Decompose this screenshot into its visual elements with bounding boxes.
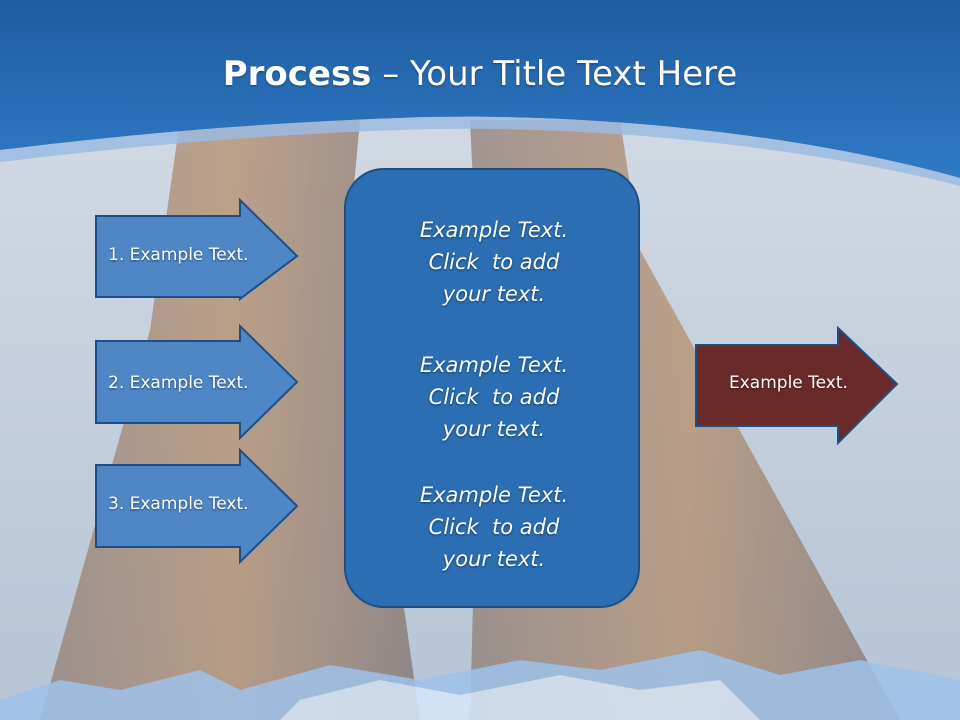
center-paragraph-1-line3: your text.: [442, 282, 546, 306]
title-bold: Process: [222, 54, 372, 94]
center-paragraph-3-line1: Example Text.: [419, 483, 569, 507]
center-paragraph-3: Example Text. Click to add your text.: [346, 479, 642, 575]
center-paragraph-2-line2: Click to add: [428, 385, 560, 409]
ice-image: [0, 650, 960, 720]
title-rest: – Your Title Text Here: [371, 54, 738, 94]
center-paragraph-2-line3: your text.: [442, 417, 546, 441]
left-arrow-2-label: 2. Example Text.: [108, 373, 249, 393]
left-arrow-1-label: 1. Example Text.: [108, 245, 249, 265]
center-text-box[interactable]: Example Text. Click to add your text. Ex…: [344, 168, 640, 608]
center-paragraph-3-line2: Click to add: [428, 515, 560, 539]
center-paragraph-1: Example Text. Click to add your text.: [346, 214, 642, 310]
right-arrow[interactable]: [694, 326, 900, 446]
center-paragraph-1-line1: Example Text.: [419, 218, 569, 242]
left-arrow-1[interactable]: [94, 198, 300, 302]
left-arrow-2[interactable]: [94, 324, 300, 440]
header-band: [0, 0, 960, 178]
slide-title[interactable]: Process – Your Title Text Here: [0, 52, 960, 96]
right-arrow-label: Example Text.: [729, 373, 848, 393]
left-arrow-3[interactable]: [94, 448, 300, 564]
center-paragraph-3-line3: your text.: [442, 547, 546, 571]
center-paragraph-1-line2: Click to add: [428, 250, 560, 274]
left-arrow-3-label: 3. Example Text.: [108, 494, 249, 514]
center-paragraph-2: Example Text. Click to add your text.: [346, 349, 642, 445]
center-paragraph-2-line1: Example Text.: [419, 353, 569, 377]
